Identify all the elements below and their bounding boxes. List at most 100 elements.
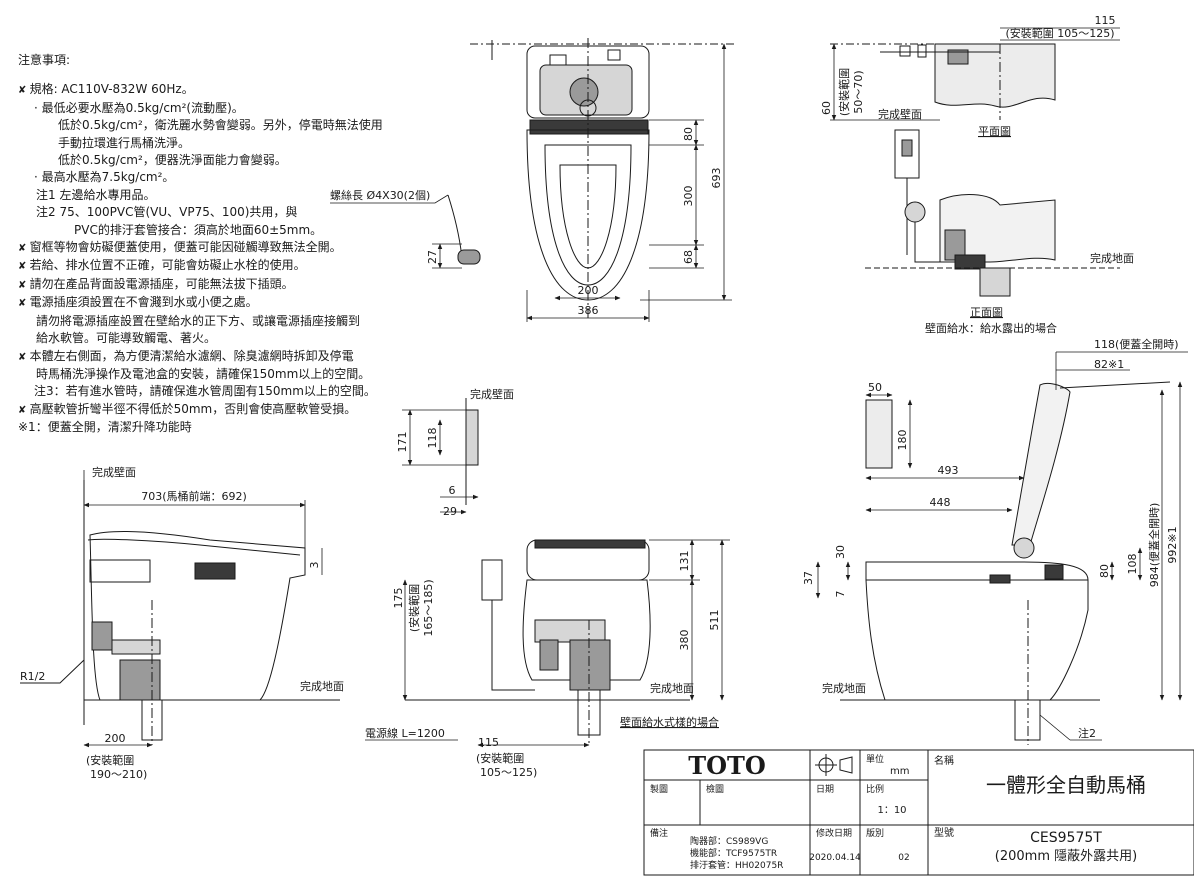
- tb-name-label: 名稱: [934, 754, 954, 767]
- dim-80: 80: [682, 127, 695, 141]
- tb-scale-label: 比例: [866, 783, 884, 795]
- dim-175: 175: [392, 588, 405, 609]
- note-line: · 最高水壓為7.5kg/cm²。: [18, 169, 418, 186]
- dim-mid-range3b: 105～125): [480, 766, 537, 779]
- note-line: ※1：便蓋全開，清潔升降功能時: [18, 419, 418, 436]
- note-text: 注3：若有進水管時，請確保進水管周圍有150mm以上的空間。: [34, 384, 376, 399]
- dim-plan-range: (安裝範圍 105～125): [1005, 26, 1114, 40]
- dim-68: 68: [682, 250, 695, 264]
- symbol-projection-icon: [815, 754, 853, 776]
- note-text: PVC的排汙套管接合：須高於地面60±5mm。: [74, 222, 323, 237]
- note-text: 低於0.5kg/cm²，便器洗淨面能力會變弱。: [58, 153, 287, 168]
- note-line: ✘ 窗框等物會妨礙便蓋使用，便蓋可能因碰觸導致無法全開。: [18, 239, 418, 257]
- dim-mid-range3a: (安裝範圍: [476, 751, 524, 765]
- tb-revdate: 2020.04.14: [809, 853, 861, 863]
- note-text: 請勿在產品背面設電源插座，可能無法拔下插頭。: [29, 276, 294, 291]
- dim-rs-108: 108: [1126, 554, 1139, 575]
- note-line: 注1 左邊給水專用品。: [18, 187, 418, 204]
- label-floor-finish-side: 完成地面: [300, 679, 344, 693]
- notes-title: 注意事項:: [18, 53, 71, 67]
- dim-511: 511: [708, 610, 721, 631]
- tb-check-label: 檢圖: [706, 783, 724, 795]
- note-text: 窗框等物會妨礙便蓋使用，便蓋可能因碰觸導致無法全開。: [29, 240, 342, 255]
- dim-703: 703(馬桶前端：692): [141, 489, 247, 503]
- dim-side-3: 3: [308, 562, 321, 569]
- note-line: ✘ 請勿在產品背面設電源插座，可能無法拔下插頭。: [18, 276, 418, 294]
- tb-model-sub: (200mm 隱蔽外露共用): [995, 849, 1137, 864]
- dim-rs-37: 37: [802, 571, 815, 585]
- dim-rs-984: 984(便蓋全開時): [1147, 503, 1161, 588]
- label-wall-finish-mid: 完成壁面: [470, 387, 514, 401]
- side-view-dims: [83, 470, 323, 748]
- top-view: [447, 38, 735, 320]
- dim-side-range-a: (安裝範圍: [86, 753, 134, 767]
- note-line: 低於0.5kg/cm²，便器洗淨面能力會變弱。: [18, 152, 418, 169]
- dim-27: 27: [426, 250, 439, 264]
- note-text: · 最高水壓為7.5kg/cm²。: [34, 170, 175, 185]
- plan-view-dims: [830, 27, 1120, 121]
- dim-131: 131: [678, 551, 691, 572]
- dim-380: 380: [678, 630, 691, 651]
- note-bullet-icon: ✘: [18, 243, 30, 255]
- note-line: ✘ 本體左右側面，為方便清潔給水濾網、除臭濾網時拆卸及停電: [18, 348, 418, 366]
- tb-revdate-label: 修改日期: [816, 827, 852, 839]
- dim-mid-115: 115: [478, 736, 499, 749]
- note-text: 給水軟管。可能導致觸電、著火。: [36, 331, 217, 346]
- note-bullet-icon: ✘: [18, 279, 30, 291]
- note-line: 注2 75、100PVC管(VU、VP75、100)共用，與: [18, 204, 418, 221]
- dim-rs-118: 118(便蓋全開時): [1094, 337, 1179, 351]
- side-view-right: [840, 381, 1171, 745]
- note-text: 若給、排水位置不正確，可能會妨礙止水栓的使用。: [29, 258, 306, 273]
- dim-plan-range2a: (安裝範圍: [837, 68, 851, 116]
- note-bullet-icon: ✘: [18, 261, 30, 273]
- note-text: 注1 左邊給水專用品。: [36, 187, 156, 202]
- top-view-dims: [330, 43, 732, 322]
- dim-rs-7: 7: [834, 591, 847, 598]
- label-wall-supply-exposed: 壁面給水：給水露出的場合: [925, 321, 1057, 335]
- dim-rs-180: 180: [896, 430, 909, 451]
- label-r12: R1/2: [20, 670, 45, 683]
- dim-mid-range-b: 165～185): [422, 579, 435, 636]
- dim-300: 300: [682, 186, 695, 207]
- note-line: PVC的排汙套管接合：須高於地面60±5mm。: [18, 222, 418, 239]
- front-view: [865, 129, 1120, 297]
- dim-rs-992: 992※1: [1166, 526, 1179, 563]
- tb-unit: mm: [890, 766, 909, 777]
- dim-rs-30: 30: [834, 545, 847, 559]
- tb-model-label: 型號: [934, 826, 954, 839]
- tb-part1: 陶器部：CS989VG: [690, 835, 768, 847]
- dim-rs-448: 448: [930, 496, 951, 509]
- dim-plan-60: 60: [820, 101, 833, 115]
- note-text: · 最低必要水壓為0.5kg/cm²(流動壓)。: [34, 100, 244, 115]
- label-floor-finish-front: 完成地面: [1090, 251, 1134, 265]
- label-note2: 注2: [1078, 726, 1096, 740]
- note-line: 手動拉環進行馬桶洗淨。: [18, 135, 418, 152]
- tb-drawn-label: 製圖: [650, 783, 668, 795]
- note-line: ✘ 電源插座須設置在不會濺到水或小便之處。: [18, 294, 418, 312]
- tb-scale: 1：10: [877, 805, 906, 816]
- note-line: 低於0.5kg/cm²，衛洗麗水勢會變弱。另外，停電時無法使用: [18, 117, 418, 134]
- note-text: ※1：便蓋全開，清潔升降功能時: [18, 420, 192, 435]
- dim-693: 693: [710, 168, 723, 189]
- tb-part3: 排汙套管：HH02075R: [690, 859, 783, 871]
- note-text: 手動拉環進行馬桶洗淨。: [58, 135, 191, 150]
- note-text: 電源插座須設置在不會濺到水或小便之處。: [29, 295, 258, 310]
- tb-model: CES9575T: [1030, 830, 1102, 846]
- dim-rs-493: 493: [938, 464, 959, 477]
- dim-rs-82: 82※1: [1094, 358, 1124, 371]
- dim-6: 6: [449, 484, 456, 497]
- tb-ver: 02: [898, 853, 909, 863]
- notes-lines: ✘ 規格: AC110V-832W 60Hz。· 最低必要水壓為0.5kg/cm…: [18, 81, 418, 436]
- tb-remark-label: 備注: [650, 827, 668, 839]
- front-elevation-dims: [365, 409, 730, 748]
- note-text: 低於0.5kg/cm²，衛洗麗水勢會變弱。另外，停電時無法使用: [58, 118, 383, 133]
- label-power-cord: 電源線 L=1200: [365, 726, 445, 740]
- tb-unit-label: 單位: [866, 753, 884, 765]
- dim-171: 171: [396, 432, 409, 453]
- note-line: · 最低必要水壓為0.5kg/cm²(流動壓)。: [18, 100, 418, 117]
- note-line: 注3：若有進水管時，請確保進水管周圍有150mm以上的空間。: [18, 383, 418, 400]
- note-bullet-icon: ✘: [18, 298, 30, 310]
- dim-plan-range2b: 50～70): [852, 70, 865, 113]
- label-floor-finish-right: 完成地面: [822, 681, 866, 695]
